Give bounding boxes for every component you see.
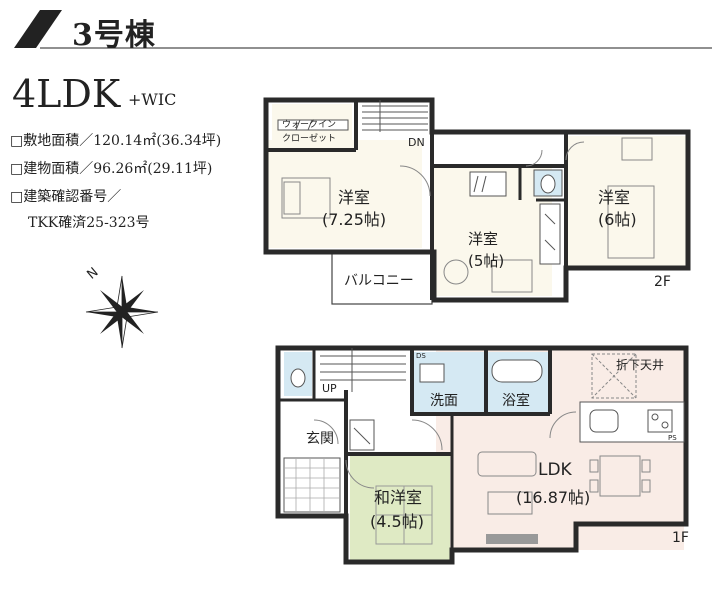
- ldk-name: LDK: [538, 460, 572, 480]
- lowered-ceiling-label: 折下天井: [616, 358, 665, 372]
- balcony-label: バルコニー: [344, 273, 414, 289]
- western-room-3-size: (6帖): [598, 210, 637, 229]
- entrance-label: 玄関: [306, 431, 334, 447]
- bathroom-label: 浴室: [502, 393, 530, 409]
- building-title: 3号棟: [72, 18, 156, 53]
- header-banner: [14, 10, 712, 49]
- duct-space-label: DS: [416, 352, 426, 360]
- floor-1-label: 1F: [672, 530, 689, 546]
- western-room-1-size: (7.25帖): [322, 210, 387, 229]
- compass-north-letter: N: [84, 265, 101, 283]
- japanese-room-name: 和洋室: [374, 488, 423, 507]
- western-room-1-name: 洋室: [338, 188, 371, 207]
- western-room-2-name: 洋室: [468, 230, 499, 248]
- spec-building-area: □建物面積／96.26㎡(29.11坪): [10, 161, 213, 177]
- layout-suffix: +WIC: [128, 90, 177, 109]
- spec-site-area: □敷地面積／120.14㎡(36.34坪): [10, 133, 222, 149]
- floor-2-label: 2F: [654, 274, 671, 290]
- japanese-room-size: (4.5帖): [370, 512, 424, 531]
- western-room-2-size: (5帖): [468, 252, 505, 270]
- spec-confirmation-number: TKK確済25-323号: [28, 215, 150, 231]
- layout-type: 4LDK: [12, 72, 121, 116]
- title-accent-stripe: [14, 10, 62, 48]
- compass-rose-icon: [85, 275, 159, 349]
- stairs-down-label: DN: [408, 136, 425, 149]
- walkin-closet-label-2: クローゼット: [282, 134, 337, 144]
- washroom-label: 洗面: [430, 393, 458, 409]
- floor-1-plan: [275, 345, 689, 565]
- stairs-up-label: UP: [322, 382, 337, 395]
- western-room-3-name: 洋室: [598, 188, 631, 207]
- floor-2-plan: [263, 97, 691, 305]
- pipe-space-label: PS: [668, 434, 677, 442]
- spec-confirmation-label: □建築確認番号／: [10, 189, 122, 205]
- ldk-size: (16.87帖): [516, 488, 591, 507]
- walkin-closet-label-1: ウォークイン: [282, 120, 337, 130]
